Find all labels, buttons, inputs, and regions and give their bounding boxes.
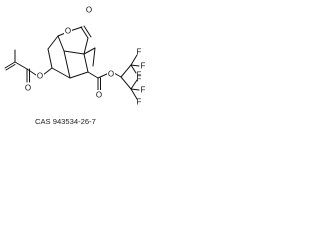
chemical-structure-figure: O O O O O O F F F F F F CAS 943534-26-7 [0, 0, 150, 150]
ester-alkoxy-oxygen-label: O [108, 70, 114, 79]
methacrylate-ester-oxygen-label: O [37, 72, 43, 81]
atom-labels: O O O O O O F F F F F F [24, 5, 146, 107]
ring-oxygen-label: O [65, 27, 71, 36]
fluorine-label: F [137, 48, 142, 57]
ester-carbonyl-oxygen-label: O [96, 91, 102, 100]
bond-skeleton [4, 25, 140, 100]
fluorine-label: F [141, 86, 146, 95]
cas-number-caption: CAS 943534-26-7 [35, 117, 96, 126]
fluorine-label: F [141, 62, 146, 71]
lactone-carbonyl-oxygen-label: O [86, 6, 92, 15]
fluorine-label: F [137, 71, 142, 80]
molecule-drawing: O O O O O O F F F F F F CAS 943534-26-7 [4, 5, 146, 126]
fluorine-label: F [137, 75, 142, 84]
fluorine-label: F [137, 98, 142, 107]
methacrylate-carbonyl-oxygen-label: O [25, 84, 31, 93]
